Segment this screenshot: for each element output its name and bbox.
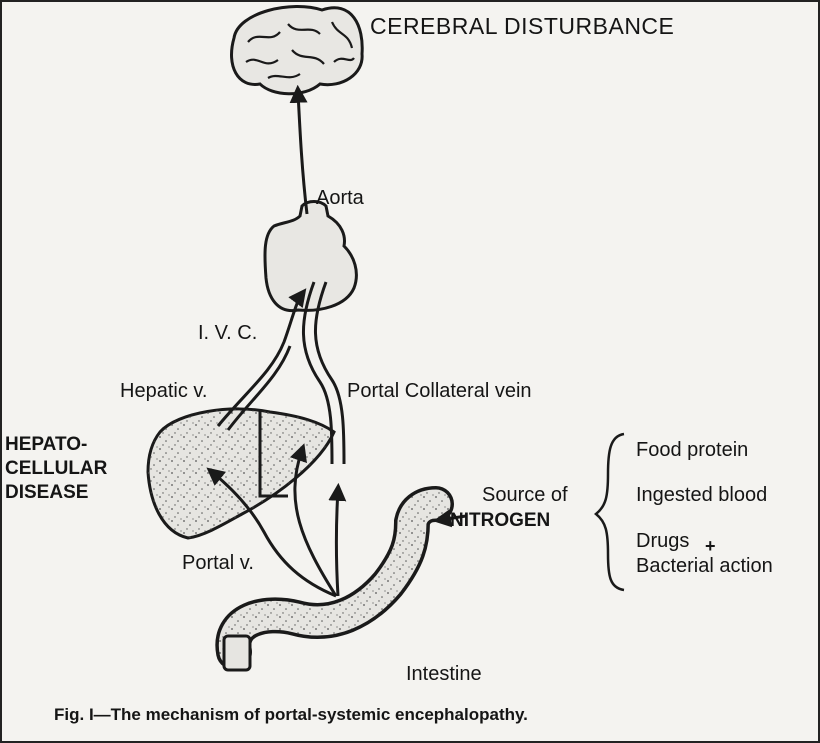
label-ivc: I. V. C. xyxy=(198,322,257,344)
label-nitrogen: NITROGEN xyxy=(450,511,550,532)
label-hepatic-vein: Hepatic v. xyxy=(120,380,207,402)
plus-sign: + xyxy=(705,537,716,557)
figure-caption: Fig. I—The mechanism of portal-systemic … xyxy=(54,706,528,725)
brace xyxy=(596,434,624,590)
label-portal-vein: Portal v. xyxy=(182,552,254,574)
arrow-to-brain xyxy=(298,92,307,214)
disease-line-2: CELLULAR xyxy=(5,457,107,481)
label-aorta: Aorta xyxy=(316,187,364,209)
brain-illustration xyxy=(232,6,363,93)
diagram-title: CEREBRAL DISTURBANCE xyxy=(370,14,674,39)
item-food-protein: Food protein xyxy=(636,439,748,461)
hepatic-vein-arrow xyxy=(218,294,302,426)
disease-line-3: DISEASE xyxy=(5,481,107,505)
label-hepatocellular-disease: HEPATO- CELLULAR DISEASE xyxy=(5,433,107,505)
item-bacterial-action: Bacterial action xyxy=(636,555,773,577)
label-intestine: Intestine xyxy=(406,663,482,685)
item-drugs: Drugs xyxy=(636,530,689,552)
label-source-of: Source of xyxy=(482,484,568,506)
liver-illustration xyxy=(148,409,334,538)
collateral-arrow xyxy=(337,490,339,596)
label-portal-collateral-vein: Portal Collateral vein xyxy=(347,380,532,402)
disease-line-1: HEPATO- xyxy=(5,433,107,457)
item-ingested-blood: Ingested blood xyxy=(636,484,767,506)
